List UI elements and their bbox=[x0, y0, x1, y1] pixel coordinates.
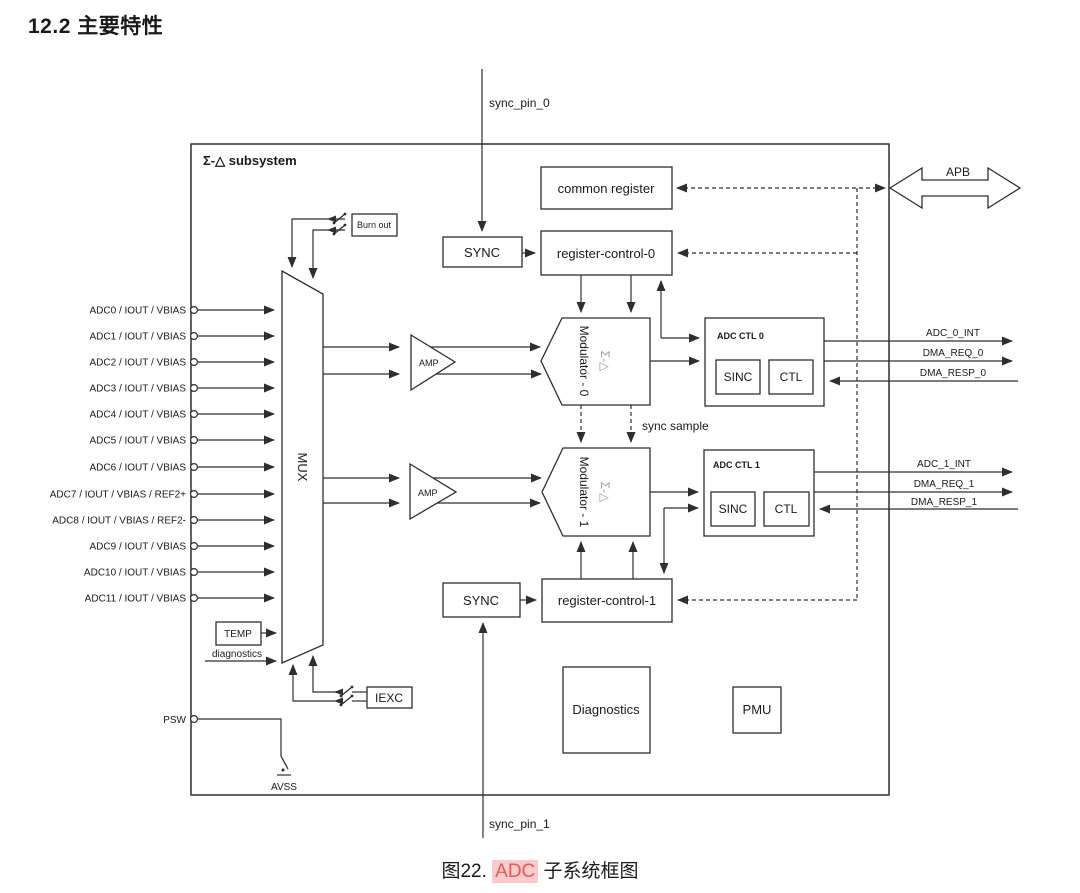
modulator0-sigma-delta: Σ-△ bbox=[598, 351, 612, 372]
input-label-adc0: ADC0 / IOUT / VBIAS bbox=[89, 306, 186, 317]
modulator1-sigma-delta: Σ-△ bbox=[598, 482, 612, 503]
input-label-adc1: ADC1 / IOUT / VBIAS bbox=[89, 332, 186, 343]
adc-ctl-0-ctl-label: CTL bbox=[780, 370, 803, 384]
pmu-box bbox=[732, 686, 782, 734]
amp1-block: AMP bbox=[409, 462, 458, 521]
input-label-adc11: ADC11 / IOUT / VBIAS bbox=[85, 594, 187, 605]
adc-ctl-0-title: ADC CTL 0 bbox=[717, 331, 764, 341]
iexc-arrowhead-lower bbox=[334, 697, 343, 705]
amp1-label: AMP bbox=[418, 488, 438, 498]
dma-resp-1-label: DMA_RESP_1 bbox=[911, 497, 978, 508]
sync-pin-1-label: sync_pin_1 bbox=[489, 817, 550, 831]
caption-prefix: 图22. bbox=[441, 861, 487, 882]
iexc-arrowhead-upper bbox=[334, 688, 343, 696]
adc-input-pins: ADC0 / IOUT / VBIAS ADC1 / IOUT / VBIAS … bbox=[50, 305, 275, 605]
input-label-adc2: ADC2 / IOUT / VBIAS bbox=[89, 358, 186, 369]
register-control-0-box bbox=[540, 230, 673, 276]
adc-ctl-1-sinc-label: SINC bbox=[719, 502, 748, 516]
sync0-label: SYNC bbox=[464, 245, 500, 260]
subsystem-label: Σ-△ subsystem bbox=[203, 153, 297, 168]
adc-ctl-1-ctl-label: CTL bbox=[775, 502, 798, 516]
register-control-1-label: register-control-1 bbox=[558, 593, 656, 608]
adc-ctl-1-io-wires: ADC_1_INT DMA_REQ_1 DMA_RESP_1 bbox=[814, 459, 1018, 514]
modulator0-label: Modulator - 0 bbox=[577, 326, 591, 397]
input-label-adc9: ADC9 / IOUT / VBIAS bbox=[89, 542, 186, 553]
figure-caption: 图22. ADC 子系统框图 bbox=[0, 856, 1080, 883]
sync-pin-0-label: sync_pin_0 bbox=[489, 96, 550, 110]
wires-regctl0-modulator0 bbox=[576, 275, 700, 343]
common-register-label: common register bbox=[558, 181, 655, 196]
sync-sample-wires: sync sample bbox=[576, 405, 709, 443]
adc-ctl-1-sinc-box bbox=[710, 491, 756, 527]
input-label-adc3: ADC3 / IOUT / VBIAS bbox=[89, 384, 186, 395]
register-control-0-label: register-control-0 bbox=[557, 246, 655, 261]
dma-resp-0-label: DMA_RESP_0 bbox=[920, 368, 987, 379]
adc-ctl-1-title: ADC CTL 1 bbox=[713, 460, 760, 470]
amp0-label: AMP bbox=[419, 358, 439, 368]
sync0-box bbox=[442, 236, 523, 268]
burn-out-block: Burn out bbox=[287, 212, 398, 279]
input-label-adc10: ADC10 / IOUT / VBIAS bbox=[84, 568, 186, 579]
adc-ctl-0-block: ADC CTL 0 SINC CTL bbox=[704, 317, 825, 407]
adc-0-int-label: ADC_0_INT bbox=[926, 328, 980, 339]
diagnostics-box bbox=[562, 666, 651, 754]
burn-out-label: Burn out bbox=[357, 220, 392, 230]
adc-1-int-label: ADC_1_INT bbox=[917, 459, 971, 470]
dma-req-0-label: DMA_REQ_0 bbox=[923, 348, 984, 359]
iexc-label: IEXC bbox=[375, 691, 403, 705]
temp-label: TEMP bbox=[224, 629, 252, 640]
adc-ctl-1-ctl-box bbox=[763, 491, 810, 527]
register-control-1-box bbox=[541, 578, 673, 623]
sync1-box bbox=[442, 582, 521, 618]
sync-sample-label: sync sample bbox=[642, 419, 709, 433]
wires-mux-to-modulators bbox=[323, 342, 542, 508]
adc-ctl-0-sinc-box bbox=[715, 359, 761, 395]
input-label-adc4: ADC4 / IOUT / VBIAS bbox=[89, 410, 186, 421]
apb-label: APB bbox=[946, 165, 970, 179]
caption-suffix: 子系统框图 bbox=[543, 861, 639, 882]
diagnostics-wire: diagnostics bbox=[205, 649, 277, 666]
adc-ctl-0-ctl-box bbox=[768, 359, 814, 395]
apb-dashed-wires bbox=[676, 183, 886, 605]
burn-out-box bbox=[351, 213, 398, 237]
temp-block: TEMP bbox=[215, 621, 277, 646]
adc-ctl-1-block: ADC CTL 1 SINC CTL bbox=[703, 449, 815, 537]
burnout-arrowhead-lower bbox=[327, 226, 336, 234]
psw-avss-block: PSW AVSS bbox=[163, 714, 297, 793]
caption-highlight: ADC bbox=[492, 860, 539, 883]
apb-bus-arrow: APB bbox=[888, 165, 1022, 210]
input-label-adc6: ADC6 / IOUT / VBIAS bbox=[89, 463, 186, 474]
diagnostics-wire-label: diagnostics bbox=[212, 649, 262, 660]
adc-ctl-0-sinc-label: SINC bbox=[724, 370, 753, 384]
adc-ctl-0-io-wires: ADC_0_INT DMA_REQ_0 DMA_RESP_0 bbox=[824, 328, 1018, 386]
input-label-adc7: ADC7 / IOUT / VBIAS / REF2+ bbox=[50, 490, 186, 501]
iexc-box bbox=[366, 686, 413, 709]
section-title: 12.2 主要特性 bbox=[28, 15, 164, 38]
avss-label: AVSS bbox=[271, 782, 297, 793]
psw-pin bbox=[190, 714, 199, 723]
burnout-arrowhead-upper bbox=[327, 215, 336, 223]
dma-req-1-label: DMA_REQ_1 bbox=[914, 479, 975, 490]
mux-block: MUX bbox=[281, 269, 324, 664]
mux-label: MUX bbox=[295, 453, 310, 482]
amp0-block: AMP bbox=[410, 333, 457, 392]
modulator1-block: Modulator - 1 Σ-△ bbox=[541, 447, 651, 537]
input-label-adc5: ADC5 / IOUT / VBIAS bbox=[89, 436, 186, 447]
modulator1-label: Modulator - 1 bbox=[577, 457, 591, 528]
psw-label: PSW bbox=[163, 715, 186, 726]
modulator0-block: Modulator - 0 Σ-△ bbox=[540, 317, 651, 406]
pmu-label: PMU bbox=[743, 702, 772, 717]
sync1-label: SYNC bbox=[463, 593, 499, 608]
adc-subsystem-diagram: Σ-△ subsystem sync_pin_0 APB common regi… bbox=[50, 69, 1022, 838]
diagnostics-box-label: Diagnostics bbox=[572, 702, 640, 717]
wires-regctl1-modulator1 bbox=[576, 503, 699, 579]
common-register-box bbox=[540, 166, 673, 210]
iexc-block: IEXC bbox=[288, 655, 413, 709]
input-label-adc8: ADC8 / IOUT / VBIAS / REF2- bbox=[52, 516, 186, 527]
